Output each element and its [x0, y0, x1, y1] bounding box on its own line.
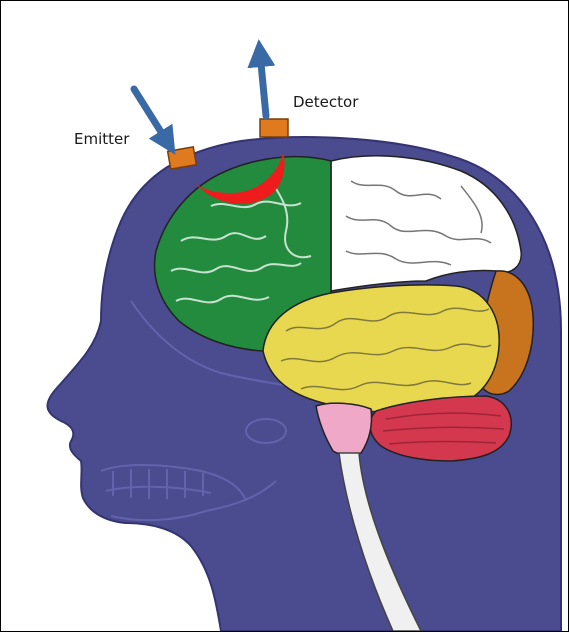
- temporal-lobe: [263, 285, 499, 413]
- detector-label: Detector: [293, 93, 358, 111]
- arrow-up-icon: [260, 53, 266, 116]
- emitter-label: Emitter: [74, 130, 129, 148]
- detector-sensor: [260, 119, 288, 137]
- emitter-sensor: [168, 147, 197, 169]
- arrow-down-right-icon: [134, 89, 168, 143]
